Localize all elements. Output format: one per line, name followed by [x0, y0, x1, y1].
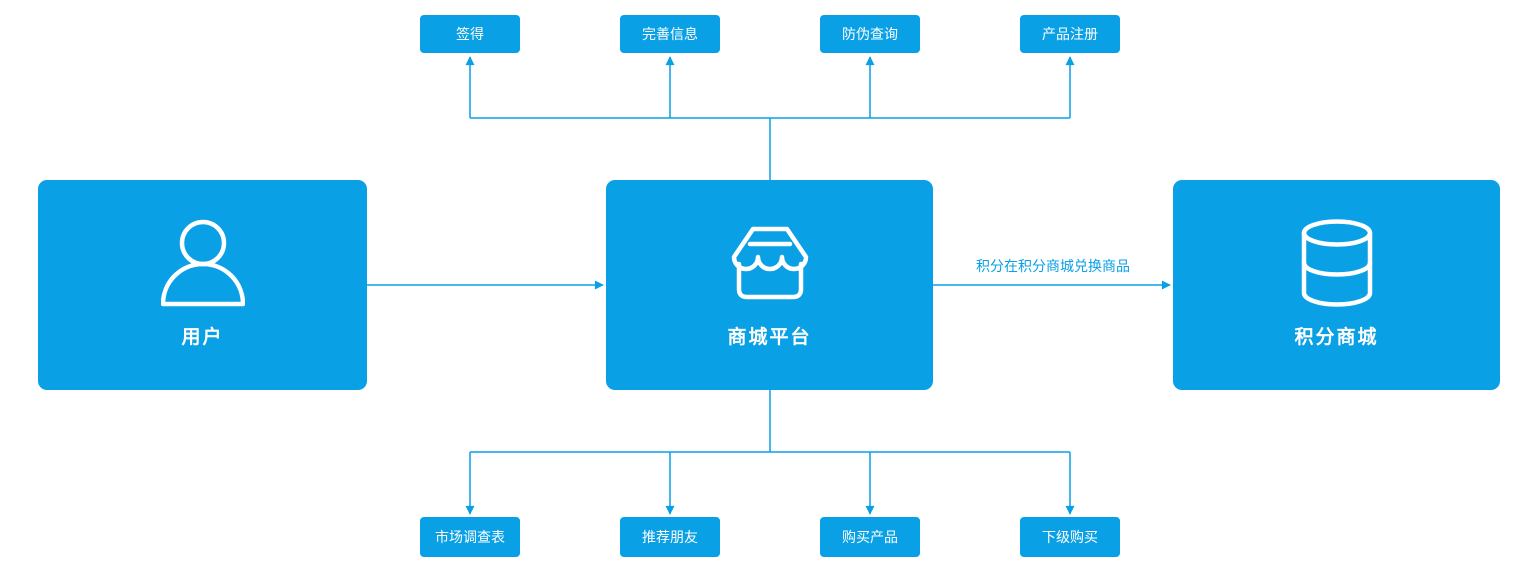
- node-label: 市场调查表: [435, 530, 505, 546]
- node-user-label: 用户: [181, 326, 224, 348]
- person-icon: [160, 216, 245, 310]
- node-buy-products[interactable]: 购买产品: [820, 517, 920, 557]
- node-recommend-friends[interactable]: 推荐朋友: [620, 517, 720, 557]
- node-complete-info[interactable]: 完善信息: [620, 15, 720, 53]
- database-icon: [1299, 216, 1375, 310]
- node-anticounterfeit-query[interactable]: 防伪查询: [820, 15, 920, 53]
- node-label: 完善信息: [642, 27, 698, 43]
- storefront-icon: [728, 216, 812, 310]
- node-mall-platform[interactable]: 商城平台: [606, 180, 933, 390]
- node-label: 签得: [456, 27, 484, 43]
- edge-label-points-exchange: 积分在积分商城兑换商品: [976, 259, 1130, 275]
- node-label: 下级购买: [1042, 530, 1098, 546]
- node-product-register[interactable]: 产品注册: [1020, 15, 1120, 53]
- node-label: 防伪查询: [842, 27, 898, 43]
- node-subordinate-purchase[interactable]: 下级购买: [1020, 517, 1120, 557]
- node-points-mall-label: 积分商城: [1294, 326, 1379, 348]
- node-points-mall[interactable]: 积分商城: [1173, 180, 1500, 390]
- node-label: 购买产品: [842, 530, 898, 546]
- node-market-survey[interactable]: 市场调查表: [420, 517, 520, 557]
- node-mall-platform-label: 商城平台: [727, 326, 812, 348]
- node-label: 推荐朋友: [642, 530, 698, 546]
- node-label: 产品注册: [1042, 27, 1098, 43]
- node-user[interactable]: 用户: [38, 180, 367, 390]
- node-sign-get[interactable]: 签得: [420, 15, 520, 53]
